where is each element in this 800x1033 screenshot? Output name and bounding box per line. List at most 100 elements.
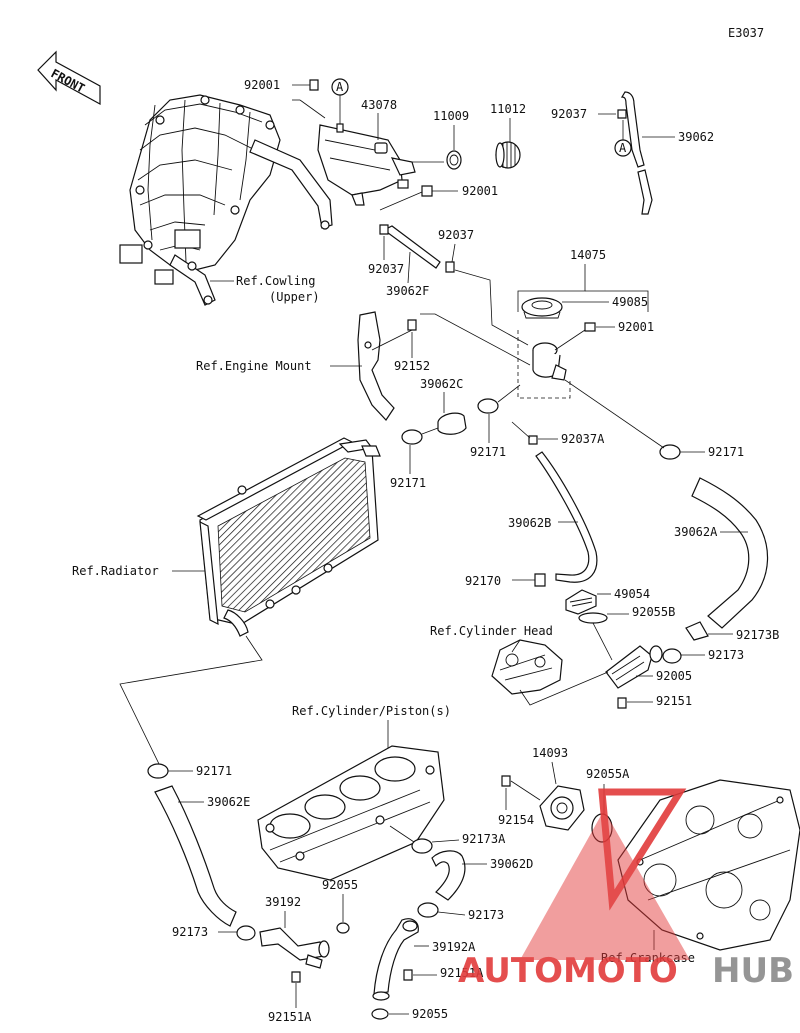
bolt-92001-mid-icon [421,185,433,197]
ref-cowling-line1: Ref.Cowling [236,274,315,288]
leader-92171-c-link [564,379,665,449]
ref-cylinder-piston: Ref.Cylinder/Piston(s) [292,704,451,718]
leader-39062F [407,251,411,284]
label-92151A-b: 92151A [440,966,484,980]
clip-92037-top-icon [617,109,627,119]
label-49054: 49054 [614,587,650,601]
hose-39062D [431,850,466,901]
label-43078: 43078 [361,98,397,112]
label-92171-a: 92171 [470,445,506,459]
leader-14093 [551,761,557,785]
label-14075: 14075 [570,248,606,262]
label-92171-c: 92171 [708,445,744,459]
cap-49085-icon [521,297,563,319]
cowling-bracket-drawing [119,94,333,306]
clip-92037A-icon [528,435,538,445]
leader-92037-a [451,243,456,263]
oring-92055-a-icon [336,922,350,934]
leader-92001-mid-link [379,191,423,211]
leader-92037A-link [511,421,531,439]
label-39062D: 39062D [490,857,533,871]
leader-92001-low-link [554,329,586,351]
clamp-92171-d-icon [147,763,169,779]
label-92151: 92151 [656,694,692,708]
engine-mount-drawing [357,311,395,421]
leader-92173-b [437,911,466,916]
cylinder-head-drawing [491,639,563,695]
label-92173B: 92173B [736,628,779,642]
leader-92055B-link [592,622,613,661]
clip-92037-b-icon [445,261,455,273]
label-11012: 11012 [490,102,526,116]
label-92055-a: 92055 [322,878,358,892]
label-39062C: 39062C [420,377,463,391]
hose-39062-upper [620,91,645,168]
cap-11012-icon [495,141,521,169]
callout-a-2: A [619,141,627,155]
leader-92171-a-link [497,384,521,403]
clamp-92173A-icon [411,838,433,854]
label-92171-b: 92171 [390,476,426,490]
leader-92152-link [371,329,413,351]
leader-92173A [431,839,460,843]
label-92173-a: 92173 [708,648,744,662]
label-92055A: 92055A [586,767,630,781]
leader-engine-mount-route [420,313,531,366]
ref-engine-mount: Ref.Engine Mount [196,359,312,373]
leader-cylinder-head [511,639,521,653]
clamp-92173-b-icon [417,902,439,918]
label-39062A: 39062A [674,525,718,539]
label-39192: 39192 [265,895,301,909]
label-11009: 11009 [433,109,469,123]
label-92037-b: 92037 [368,262,404,276]
callout-a-1: A [336,80,344,94]
leader-92173A-link [389,825,415,843]
label-14093: 14093 [532,746,568,760]
clip-92037-a-icon [379,224,389,235]
label-92170: 92170 [465,574,501,588]
radiator-drawing [196,437,381,637]
label-92005: 92005 [656,669,692,683]
pipe-39192-icon [259,927,330,969]
cylinder-block-drawing [257,745,445,881]
housing-92005-icon [605,645,663,689]
bracket-14075-a [517,264,586,312]
hose-39062A [691,477,769,629]
watermark-text-grey: HUB [712,951,794,991]
hose-39062E [154,785,237,927]
label-39062E: 39062E [207,795,250,809]
oring-92055-b-icon [371,1008,389,1020]
label-92173-c: 92173 [172,925,208,939]
leader-92001-link [299,99,326,119]
label-92001-low: 92001 [618,320,654,334]
bolt-92154-icon [501,775,511,787]
watermark-logo: AUTOMOTO HUB [458,788,794,991]
ref-cowling-line2: (Upper) [269,290,320,304]
label-39062B: 39062B [508,516,551,530]
label-92171-d: 92171 [196,764,232,778]
label-39062F: 39062F [386,284,429,298]
bolt-92001-low-icon [584,322,596,332]
bracket-14075-dash [517,330,571,399]
label-92173A: 92173A [462,832,506,846]
label-49085: 49085 [612,295,648,309]
clamp-92173-c-icon [236,925,256,941]
oring-92055B-icon [578,612,608,624]
bolt-92001-top-icon [309,79,319,91]
label-92152: 92152 [394,359,430,373]
hose-39062C [437,412,467,435]
clip-92170-icon [534,573,546,587]
label-39192A: 39192A [432,940,476,954]
watermark-triangle-icon [598,788,687,911]
label-92055B: 92055B [632,605,675,619]
clamp-92173B-icon [685,621,709,641]
pump-cover-14093-icon [539,785,585,831]
reservoir-tank [317,124,416,206]
bolt-92151-icon [617,697,627,709]
clamp-92173-a-icon [662,648,682,664]
clamp-92171-a-icon [477,398,499,414]
front-arrow-icon: FRONT [37,50,101,106]
label-92154: 92154 [498,813,534,827]
ref-crankcase: Ref.Crankcase [601,951,695,965]
clamp-92171-b-icon [401,429,423,445]
